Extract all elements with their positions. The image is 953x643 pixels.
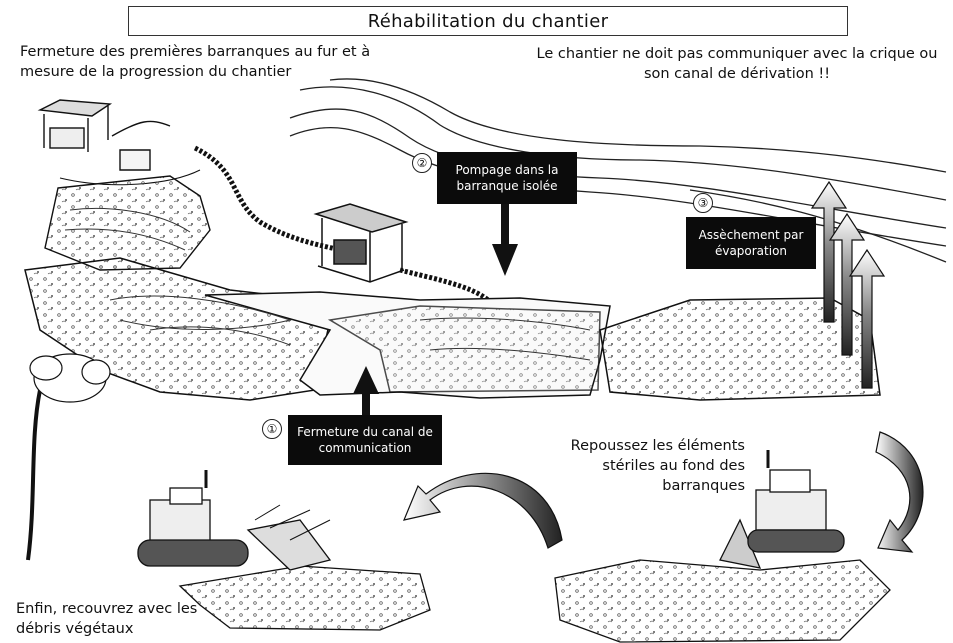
arrow-up-step1 [353,366,379,416]
tree [26,353,111,561]
step-3-number: ③ [693,193,713,213]
hose [193,145,341,253]
pump-shelter [313,203,409,283]
step-3-label: Assèchement par évaporation [686,217,816,269]
pits [24,257,881,401]
hose-to-pit [399,267,490,302]
note-bottom-right: Repoussez les éléments stériles au fond … [570,438,745,494]
page-title: Réhabilitation du chantier [128,6,848,36]
step-2-label: Pompage dans la barranque isolée [437,152,577,204]
note-bottom-left: Enfin, recouvrez avec les débris végétau… [16,601,198,637]
note-top-left: Fermeture des premières barranques au fu… [20,44,371,80]
note-top-right: Le chantier ne doit pas communiquer avec… [536,46,938,82]
step-2-number: ② [412,153,432,173]
curved-arrow-right [875,431,924,553]
arrow-down-step2 [492,204,518,276]
step-1-number: ① [262,419,282,439]
bulldozer-scene-right [554,450,891,643]
terrace-upper [44,175,211,271]
hut-top-left [37,99,201,186]
curved-arrow-left [403,472,563,549]
bulldozer-scene-left [137,470,431,631]
evaporation-arrows [810,180,886,389]
step-1-label: Fermeture du canal de communication [288,415,442,465]
